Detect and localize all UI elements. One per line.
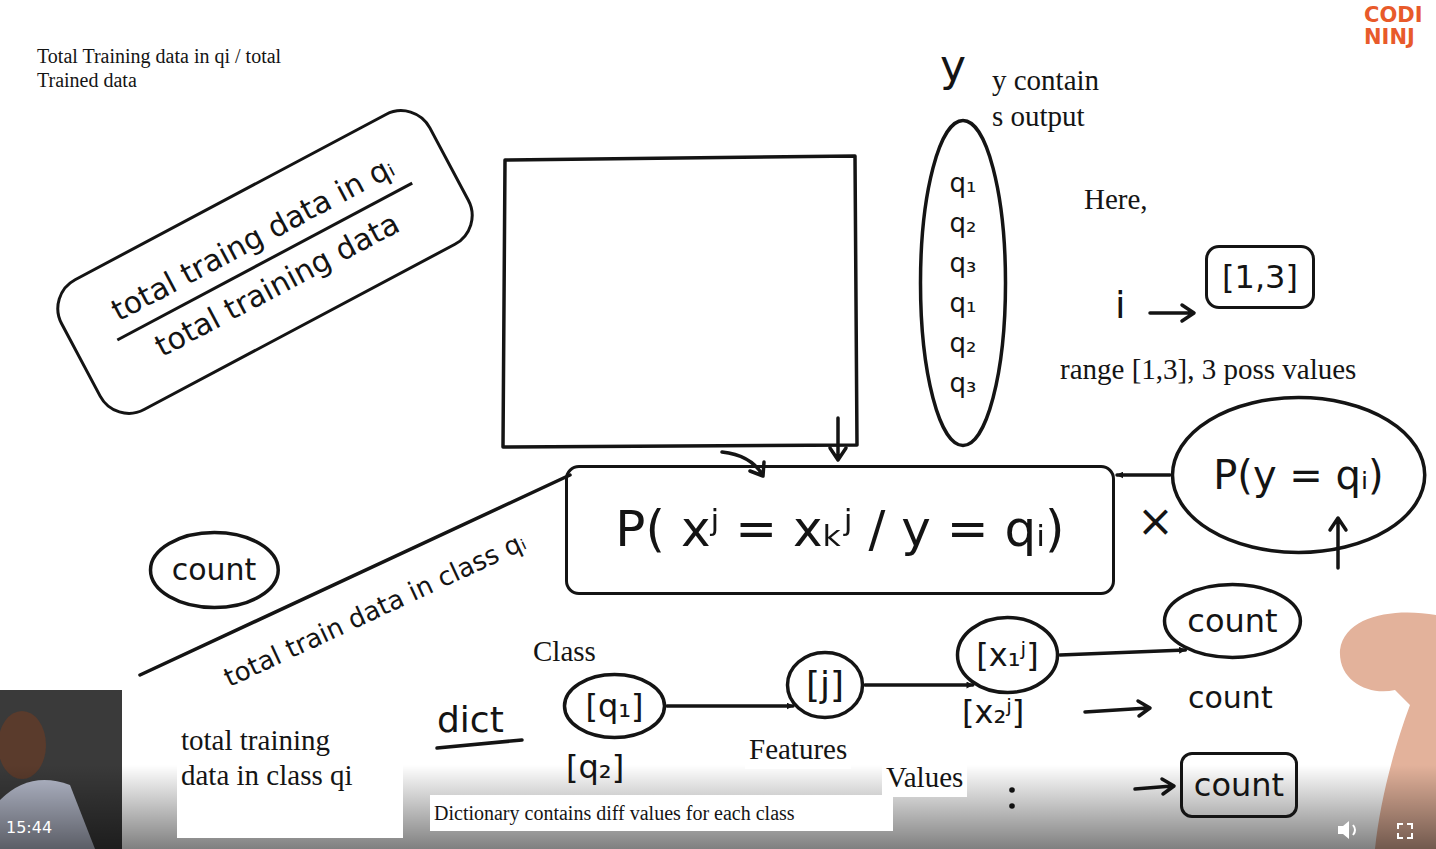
up-arrow: [1330, 518, 1346, 568]
value-key: [x₁ʲ]: [955, 615, 1060, 695]
count-circle: count: [1162, 582, 1303, 660]
class-value: q₁: [950, 283, 977, 323]
value-arrow: [1085, 701, 1150, 716]
typed-note: Class: [529, 632, 600, 671]
flow-arrow: [1060, 650, 1185, 655]
variable-name: y: [940, 40, 966, 93]
count-box: count: [1180, 752, 1298, 818]
class-value: q₁: [950, 163, 977, 203]
count-text: count: [172, 553, 257, 588]
typed-note: range [1,3], 3 poss values: [1056, 350, 1360, 389]
typed-note: total training data in class qi: [177, 715, 403, 838]
index-name: i: [1115, 283, 1126, 329]
handwritten-word: dict: [437, 698, 504, 741]
typed-note: Total Training data in qi / total Traine…: [33, 42, 309, 94]
value-key-text: [x₁ʲ]: [976, 637, 1038, 674]
value-key-text: [x₂ʲ]: [962, 693, 1024, 731]
likelihood-box: P( xʲ = xₖʲ / y = qᵢ): [565, 465, 1115, 595]
flow-arrow: [1117, 473, 1170, 477]
range-box: [1,3]: [1205, 245, 1315, 309]
logo-text: CODI: [1364, 3, 1423, 28]
dict-underline: [437, 740, 522, 748]
typed-note: y contain s output: [988, 60, 1114, 136]
fraction-frame: total traing data in qᵢtotal training da…: [44, 97, 485, 427]
board-stroke: [140, 156, 1346, 794]
ellipse-stroke: [1165, 585, 1301, 658]
ellipse-outline: [918, 118, 1008, 448]
ellipse-stroke: [565, 675, 665, 738]
video-time: 15:44: [6, 818, 52, 837]
flow-arrow: [865, 683, 973, 687]
ellipse-stroke: [1172, 398, 1424, 553]
prior-formula: P(y = qᵢ): [1213, 452, 1384, 498]
count-text: count: [1187, 603, 1277, 640]
class-value: q₃: [950, 363, 977, 403]
typed-note: Dictionary contains diff values for each…: [430, 795, 893, 831]
volume-wave: [1353, 825, 1355, 835]
flow-arrow: [667, 704, 793, 708]
prior-ellipse: P(y = qᵢ): [1170, 395, 1427, 555]
fullscreen-icon: [1398, 824, 1412, 838]
ellipse-stroke: [788, 653, 863, 718]
maps-arrow: [1150, 305, 1194, 321]
fraction-line: [140, 475, 570, 675]
class-value: q₂: [950, 203, 977, 243]
class-key-text: [q₁]: [585, 688, 643, 725]
count-circle: count: [148, 530, 281, 610]
volume-icon: [1338, 821, 1349, 839]
output-column: q₁q₂q₃q₁q₂q₃: [918, 118, 1008, 448]
handwritten-denominator: total train data in class qᵢ: [219, 526, 531, 693]
curved-arrow: [722, 452, 764, 476]
feature-key-text: [j]: [806, 664, 844, 705]
class-key: [q₁]: [562, 672, 667, 740]
likelihood-formula: P( xʲ = xₖʲ / y = qᵢ): [615, 501, 1064, 559]
logo-text: NINJ: [1364, 25, 1415, 50]
count-text: count: [1194, 767, 1284, 804]
class-value: q₃: [950, 243, 977, 283]
ellipse-stroke: [150, 533, 278, 608]
count-text: count: [1188, 680, 1273, 716]
ellipse-stroke: [958, 618, 1058, 693]
data-matrix: [503, 156, 857, 447]
range-value: [1,3]: [1222, 259, 1298, 296]
typed-note: Features: [745, 730, 851, 769]
class-value: q₂: [950, 323, 977, 363]
ellipse-stroke: [921, 121, 1006, 446]
typed-note: Here,: [1080, 180, 1152, 219]
feature-key: [j]: [785, 650, 865, 720]
class-key-text: [q₂]: [566, 748, 624, 786]
typed-note: Values: [882, 758, 967, 797]
down-arrow: [830, 418, 846, 460]
times-sign: ×: [1137, 495, 1174, 548]
